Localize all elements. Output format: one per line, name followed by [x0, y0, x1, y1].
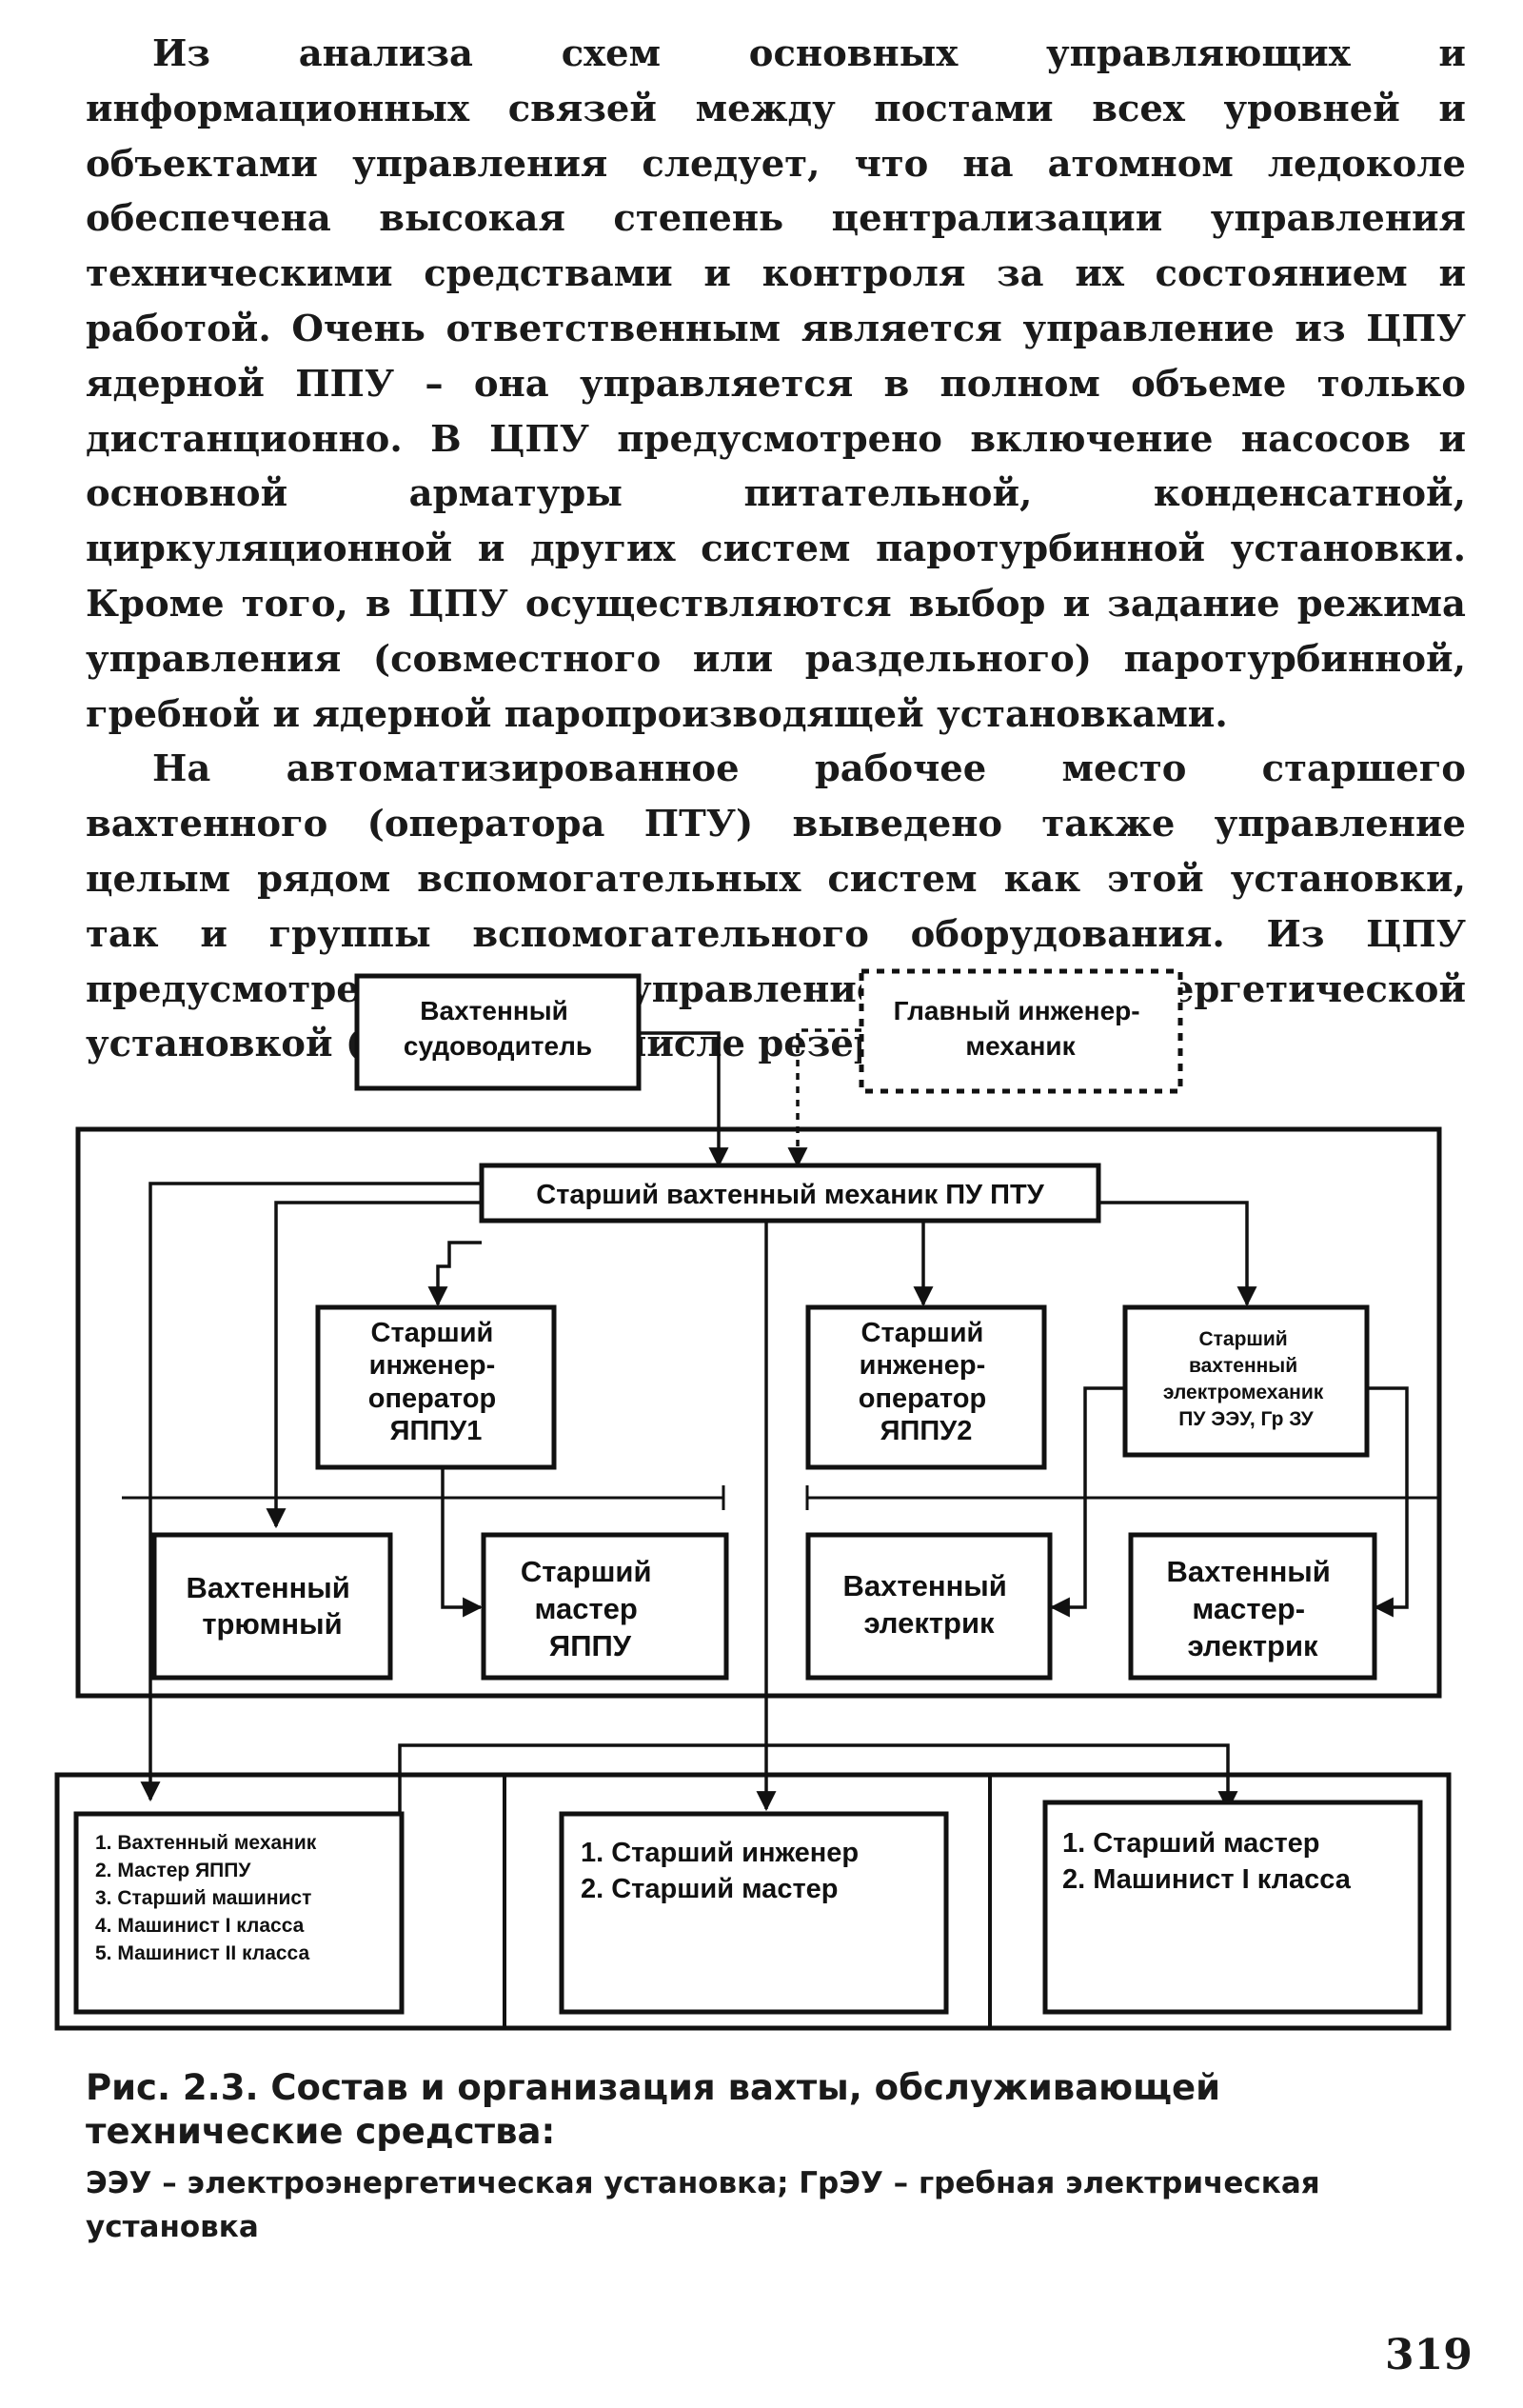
operator1-label: инженер- — [369, 1350, 496, 1381]
figure-caption: Рис. 2.3. Состав и организация вахты, об… — [86, 2066, 1466, 2249]
dashed-connector — [787, 1028, 861, 1168]
connector — [266, 1201, 482, 1529]
hold-watch-label: трюмный — [202, 1607, 342, 1641]
operator1-label: Старший — [371, 1318, 494, 1348]
electrician-box — [805, 1532, 1053, 1681]
operator2-label: Старший — [861, 1318, 984, 1348]
svg-text:Старший вахтенный: Старший вахтенный электромеханик ПУ ЭЭУ,… — [1163, 1328, 1329, 1430]
crew-list-item: 4. Машинист I класса — [95, 1915, 305, 1937]
chief-engineer-box — [859, 968, 1183, 1094]
chief-engineer-label: Главный инженер- — [894, 996, 1140, 1025]
chief-engineer-label: механик — [965, 1031, 1076, 1061]
senior-master-box — [481, 1532, 729, 1681]
crew-list-item: 2. Машинист I класса — [1062, 1864, 1352, 1895]
crew-list-item: 5. Машинист II класса — [95, 1942, 309, 1964]
master-electrician-label: Вахтенный — [1167, 1555, 1331, 1588]
hold-watch-box — [151, 1532, 393, 1681]
svg-text:1. Вахтенный механик 2.: 1. Вахтенный механик 2. Мастер ЯППУ 3. С… — [95, 1832, 322, 1964]
electromechanic-label: вахтенный — [1189, 1355, 1297, 1377]
connector — [1367, 1386, 1409, 1618]
crew-list-2 — [559, 1811, 949, 2015]
electromechanic-label: электромеханик — [1163, 1382, 1324, 1403]
electrician-label: электрик — [863, 1606, 995, 1640]
svg-text:Вахтенный мастер-: Вахтенный мастер- электрик — [1167, 1555, 1339, 1662]
svg-text:Вахтенный трюмный: Вахтенный трюмный — [187, 1571, 359, 1641]
paragraph: На автоматизированное рабочее место стар… — [86, 747, 1466, 1066]
connector — [140, 1182, 482, 1802]
paragraph: Из анализа схем основных управляющих и и… — [86, 32, 1466, 736]
crew-list-item: 2. Старший мастер — [581, 1874, 839, 1904]
master-electrician-label: мастер- — [1192, 1592, 1305, 1625]
crew-list-item: 1. Старший инженер — [581, 1838, 859, 1868]
svg-text:1. Старший мастер 2. Маш: 1. Старший мастер 2. Машинист I класса — [1062, 1828, 1352, 1895]
body-text: Из анализа схем основных управляющих и и… — [86, 27, 1466, 1072]
senior-master-label: мастер — [535, 1592, 638, 1625]
connector — [398, 1743, 1238, 1814]
crew-list-item: 1. Старший мастер — [1062, 1828, 1320, 1859]
operator2-label: инженер- — [860, 1350, 986, 1381]
master-electrician-label: электрик — [1187, 1629, 1318, 1662]
connector — [427, 1241, 482, 1307]
navigator-label: Вахтенный — [420, 996, 568, 1025]
svg-text:Старший инженер- о: Старший инженер- оператор ЯППУ2 — [859, 1318, 995, 1446]
crew-list-item: 2. Мастер ЯППУ — [95, 1860, 251, 1881]
operator2-label: ЯППУ2 — [880, 1416, 973, 1446]
electromechanic-box — [1122, 1304, 1370, 1458]
senior-watch-mechanic-box — [479, 1163, 1101, 1224]
electrician-label: Вахтенный — [843, 1569, 1007, 1602]
svg-text:Вахтенный электрик: Вахтенный электрик — [843, 1569, 1016, 1640]
operator2-label: оператор — [859, 1383, 986, 1414]
connector — [441, 1467, 484, 1618]
caption-note: ЭЭУ – электроэнергетическая установка; Г… — [86, 2166, 1320, 2244]
svg-text:Старший инженер- о: Старший инженер- оператор ЯППУ1 — [368, 1318, 504, 1446]
connector — [1098, 1201, 1257, 1307]
watch-frame — [75, 1126, 1442, 1699]
svg-text:Вахтенный судоводитель: Вахтенный судоводитель — [404, 996, 592, 1061]
senior-watch-mechanic-label: Старший вахтенный механик ПУ ПТУ — [536, 1180, 1044, 1210]
crew-list-1 — [73, 1811, 405, 2015]
electromechanic-label: Старший — [1198, 1328, 1287, 1350]
operator2-box — [805, 1304, 1047, 1470]
svg-text:1. Старший инженер 2. Ст: 1. Старший инженер 2. Старший мастер — [581, 1838, 866, 1904]
electromechanic-label: ПУ ЭЭУ, Гр ЗУ — [1178, 1408, 1314, 1430]
watch-organization-diagram: Вахтенный судоводитель Главный инженер- … — [54, 968, 1452, 2031]
svg-text:Главный инженер- механик: Главный инженер- механик — [894, 996, 1148, 1061]
connector — [1049, 1386, 1125, 1618]
hold-watch-label: Вахтенный — [187, 1571, 350, 1604]
master-electrician-box — [1128, 1532, 1377, 1681]
page-number: 319 — [1385, 2331, 1473, 2379]
operator1-label: оператор — [368, 1383, 496, 1414]
crew-list-item: 1. Вахтенный механик — [95, 1832, 317, 1854]
caption-main: Рис. 2.3. Состав и организация вахты, об… — [86, 2067, 1221, 2152]
operator1-box — [315, 1304, 557, 1470]
svg-text:Старший мастер ЯПП: Старший мастер ЯППУ — [521, 1555, 660, 1662]
crew-list-item: 3. Старший машинист — [95, 1887, 311, 1909]
senior-master-label: Старший — [521, 1555, 652, 1588]
connector — [639, 1031, 729, 1168]
crew-list-3 — [1042, 1800, 1423, 2015]
operator1-label: ЯППУ1 — [390, 1416, 483, 1446]
navigator-label: судоводитель — [404, 1031, 592, 1061]
senior-master-label: ЯППУ — [549, 1629, 632, 1662]
crew-frame — [54, 1772, 1452, 2031]
